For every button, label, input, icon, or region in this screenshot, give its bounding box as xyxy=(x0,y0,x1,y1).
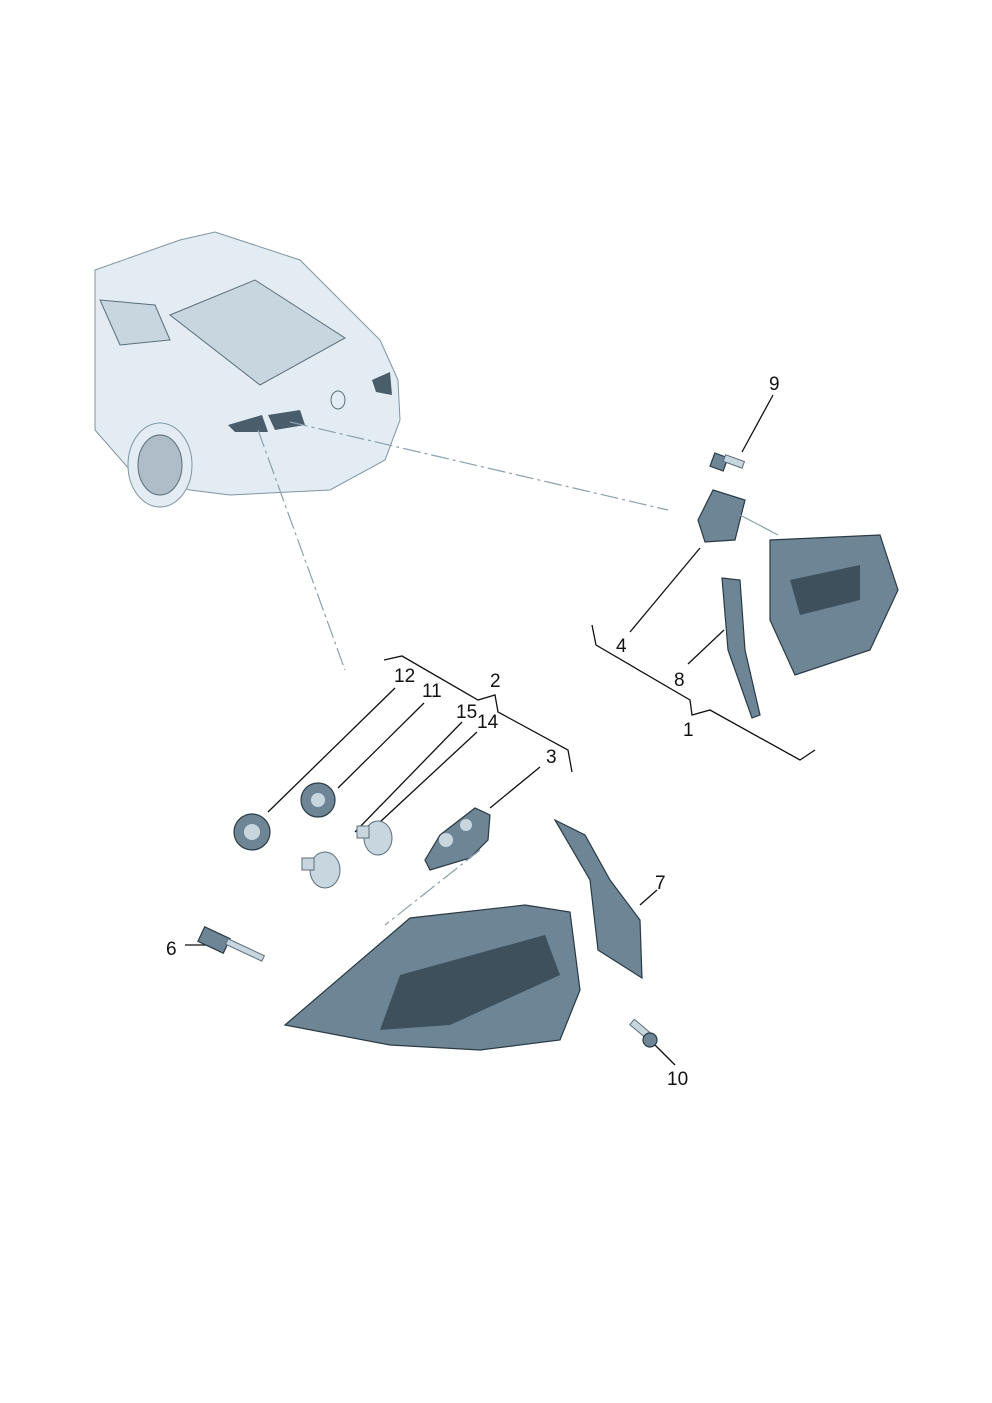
reference-line-outer xyxy=(257,429,346,671)
part-10-screw xyxy=(629,1018,658,1048)
bracket-1 xyxy=(591,624,816,761)
label-part-11[interactable]: 11 xyxy=(422,681,442,702)
part-4-gasket xyxy=(697,489,746,543)
part-3-gasket xyxy=(424,807,491,871)
part-1-inner-tail-light xyxy=(769,534,899,676)
label-part-14[interactable]: 14 xyxy=(477,712,499,733)
part-11-bulb-holder xyxy=(300,782,336,818)
part-12-bulb-holder xyxy=(233,813,271,851)
label-part-2[interactable]: 2 xyxy=(490,671,501,692)
part-9-screw xyxy=(709,452,746,472)
label-part-6[interactable]: 6 xyxy=(166,939,177,960)
label-part-12[interactable]: 12 xyxy=(394,666,415,687)
reference-line-inner xyxy=(289,421,669,511)
label-part-1[interactable]: 1 xyxy=(683,720,694,741)
part-15-bulb xyxy=(301,851,341,889)
label-part-3[interactable]: 3 xyxy=(546,747,557,768)
label-part-7[interactable]: 7 xyxy=(655,873,666,894)
part-14-bulb xyxy=(356,820,393,856)
part-8-trim-strip xyxy=(721,577,761,719)
label-part-8[interactable]: 8 xyxy=(674,670,685,691)
part-6-adjuster xyxy=(197,926,266,962)
label-part-4[interactable]: 4 xyxy=(616,636,627,657)
part-2-outer-tail-light xyxy=(283,904,581,1051)
car-illustration xyxy=(94,231,401,508)
part-7-cover xyxy=(553,818,643,980)
bracket-2 xyxy=(383,655,573,773)
label-part-10[interactable]: 10 xyxy=(667,1069,688,1090)
label-part-15[interactable]: 15 xyxy=(456,702,477,723)
label-part-9[interactable]: 9 xyxy=(769,374,780,395)
